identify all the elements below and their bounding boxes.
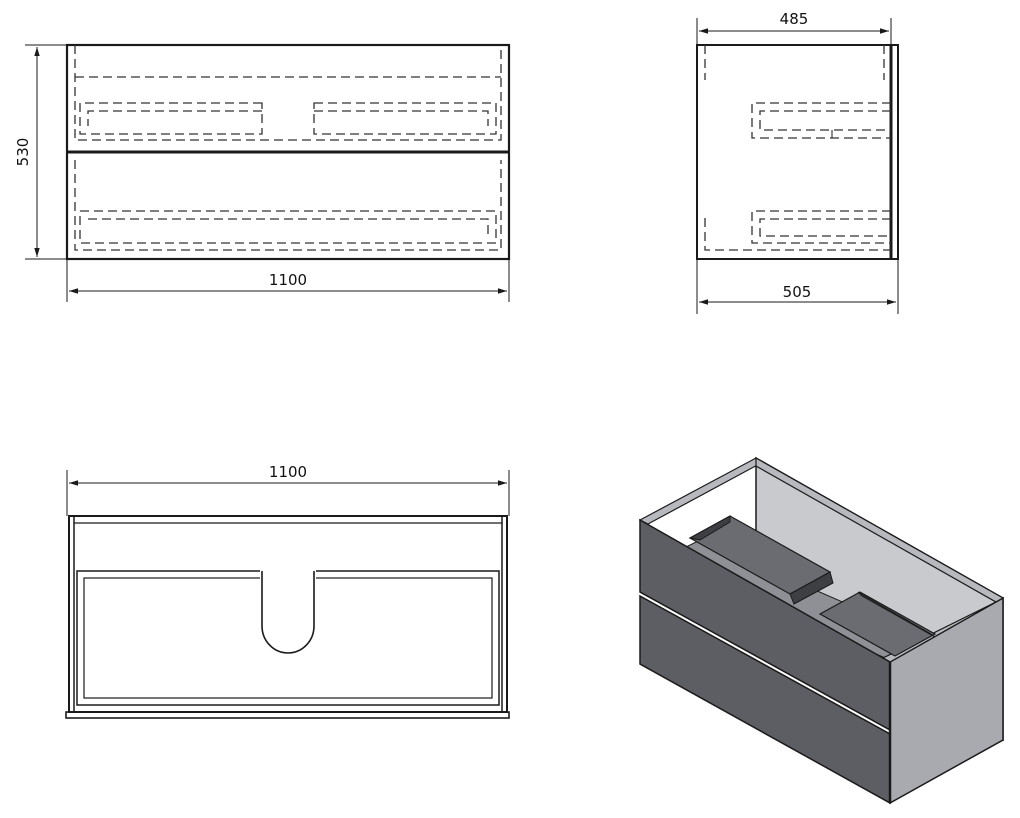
upper-tray-left-inner bbox=[87, 110, 262, 126]
top-outline bbox=[68, 515, 508, 713]
side-bottom-depth-label: 505 bbox=[783, 283, 812, 301]
upper-tray-right-inner bbox=[314, 110, 489, 126]
side-top-depth-label: 485 bbox=[780, 10, 809, 28]
side-outline bbox=[696, 44, 899, 260]
iso-tray-left-end bbox=[789, 571, 834, 605]
front-panel-edge bbox=[65, 711, 510, 719]
drawer-box-outer bbox=[76, 570, 500, 706]
side-view: 485 505 bbox=[696, 10, 899, 314]
siphon-cutout bbox=[261, 571, 315, 654]
lower-tray-inner bbox=[88, 218, 489, 236]
drawer-box-inner bbox=[83, 577, 493, 699]
top-view: 1100 bbox=[65, 463, 510, 719]
front-width-label: 1100 bbox=[269, 271, 307, 289]
iso-rim-left bbox=[638, 457, 765, 525]
side-upper-tray bbox=[751, 102, 891, 139]
upper-tray-right bbox=[313, 102, 497, 135]
iso-tray-right-wall bbox=[857, 591, 936, 638]
iso-tray-left-lip bbox=[688, 515, 731, 541]
iso-tray-right bbox=[818, 591, 937, 657]
side-lower-tray-inner bbox=[759, 218, 891, 237]
upper-tray-left bbox=[79, 102, 263, 135]
cutout-mask bbox=[260, 569, 316, 581]
lower-hidden-sides bbox=[74, 160, 502, 251]
side-upper-tray-inner bbox=[759, 110, 891, 131]
front-view: 530 1100 bbox=[14, 43, 511, 302]
iso-view bbox=[638, 456, 1005, 805]
top-width-label: 1100 bbox=[269, 463, 307, 481]
front-height-label: 530 bbox=[14, 138, 32, 167]
side-lower-tray bbox=[751, 210, 891, 244]
lower-tray bbox=[79, 210, 497, 244]
side-lower-hidden bbox=[704, 218, 891, 251]
upper-hidden-sides bbox=[74, 45, 502, 141]
